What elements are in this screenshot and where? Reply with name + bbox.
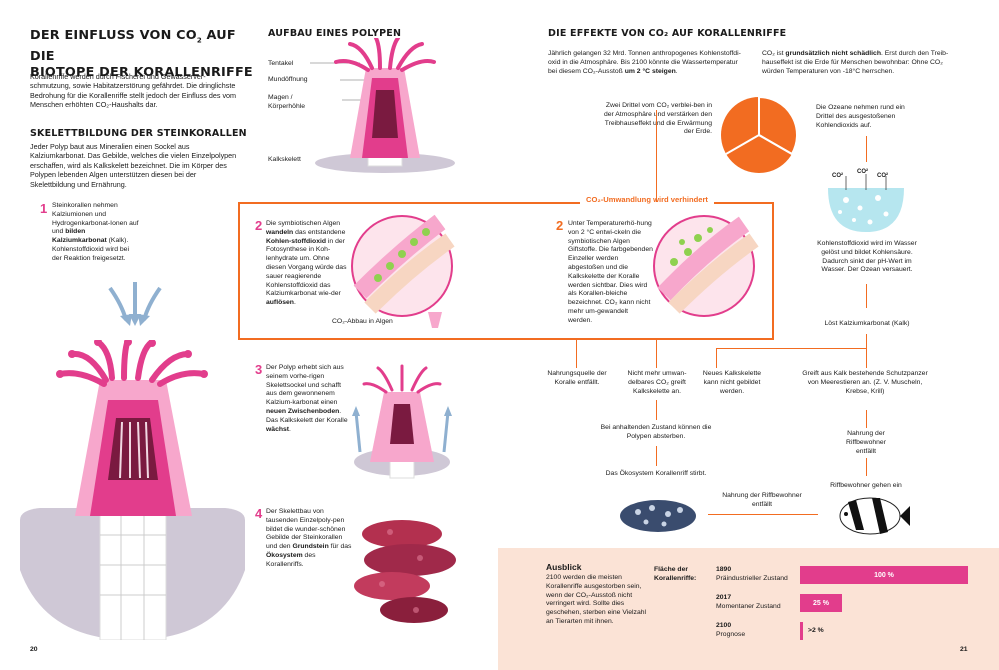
step1-text: Steinkorallen nehmen Kalziumionen und Hy… [52,202,139,262]
main-heading: DER EINFLUSS VON CO2 AUF DIE BIOTOPE DER… [30,28,253,80]
two-thirds-text: Zwei Drittel vom CO₂ verblei-ben in der … [603,102,712,136]
dead-coral-illustration [620,500,696,532]
bar-2017: 25 % [800,594,842,612]
co2-pie-chart [721,95,798,173]
food-lost-text: Nahrungsquelle der Koralle entfällt. [547,370,607,386]
effects-intro: Jährlich gelangen 32 Mrd. Tonnen anthrop… [548,50,741,75]
ecosystem-dies-text: Das Ökosystem Korallenriff stirbt. [605,470,707,477]
attacks-text: Greift aus Kalk bestehende Schutzpanzer … [802,370,928,395]
acid-text: Kohlenstoffdioxid wird im Wasser gelöst … [817,240,917,274]
step2b-number: 2 [556,218,564,233]
step4-number: 4 [255,506,263,521]
step4-text: Der Skelettbau von tausenden Einzelpoly-… [266,508,352,568]
bar-1890: 100 % [800,566,968,584]
bar-2100-label: >2 % [808,627,824,634]
co2-tag-3: CO² [877,173,888,179]
co2-tag-2: CO² [857,169,868,175]
step2-number: 2 [255,218,263,233]
row-2100-year: 2100 [716,622,732,629]
die-off-text: Bei anhaltenden Zustand können die Polyp… [600,424,712,440]
coral-reef-illustration [354,520,456,623]
label-tentacle: Tentakel [268,60,294,67]
page-number-right: 21 [960,646,968,653]
row-2017-label: Momentaner Zustand [716,603,781,610]
no-convert-text: Nicht mehr umwan-delbares CO₂ greift Kal… [627,370,687,395]
no-skeleton-text: Neues Kalkskelette kann nicht gebildet w… [702,370,762,395]
algae-circle-illustration [351,214,455,328]
co2-conversion-box [238,202,774,340]
step3-number: 3 [255,362,263,377]
step2-text: Die symbiotischen Algen wandeln das ents… [266,220,347,307]
label-skeleton: Kalkskelett [268,156,301,163]
label-mouth: Mundöffnung [268,76,308,83]
reef-food-text-2: Nahrung der Riffbewohner entfällt [722,492,802,508]
outlook-text: 2100 werden die meisten Korallenriffe au… [546,574,647,625]
co2-not-harmful: CO₂ ist grundsätzlich nicht schädlich. E… [762,50,949,75]
row-1890-label: Präindustrieller Zustand [716,575,788,582]
fish-illustration [839,497,910,535]
oceans-text: Die Ozeane nehmen rund ein Drittel des a… [816,104,905,129]
absorb-arrows [108,282,162,326]
step2b-text: Unter Temperaturerhö-hung von 2 °C entwi… [568,220,653,324]
reef-food-text: Nahrung der Riffbewohner entfällt [846,430,886,455]
row-1890-year: 1890 [716,566,732,573]
step3-polyp-illustration [352,364,452,479]
page-number-left: 20 [30,646,38,653]
box-title: CO₂-Umwandlung wird verhindert [580,195,714,205]
polyp-heading: AUFBAU EINES POLYPEN [268,28,402,39]
bar-2100 [800,622,803,640]
step1-number: 1 [40,201,48,216]
skeleton-heading: SKELETTBILDUNG DER STEINKORALLEN [30,128,247,139]
skeleton-text: Jeder Polyp baut aus Mineralien einen So… [30,142,237,189]
area-label: Fläche der Korallenriffe: [654,566,697,582]
reef-dwellers-text: Riffbewohner gehen ein [830,482,902,489]
big-polyp-illustration [20,340,245,640]
label-stomach: Magen /Körperhöhle [268,94,306,110]
intro-text: Korallenriffe werden durch Fischerei und… [30,72,237,110]
dissolves-text: Löst Kalziumkarbonat (Kalk) [824,320,910,327]
ocean-beaker-illustration [828,174,904,232]
row-2100-label: Prognose [716,631,746,638]
co2-tag-1: CO² [832,173,843,179]
row-2017-year: 2017 [716,594,732,601]
effects-heading: DIE EFFEKTE VON CO₂ AUF KORALLENRIFFE [548,28,787,39]
outlook-heading: Ausblick [546,562,582,572]
polyp-structure-illustration [310,38,455,173]
step3-text: Der Polyp erhebt sich aus seinem vorhe-r… [266,364,348,433]
bleaching-circle-illustration [653,215,759,317]
algae-caption: CO₂-Abbau in Algen [332,318,393,325]
